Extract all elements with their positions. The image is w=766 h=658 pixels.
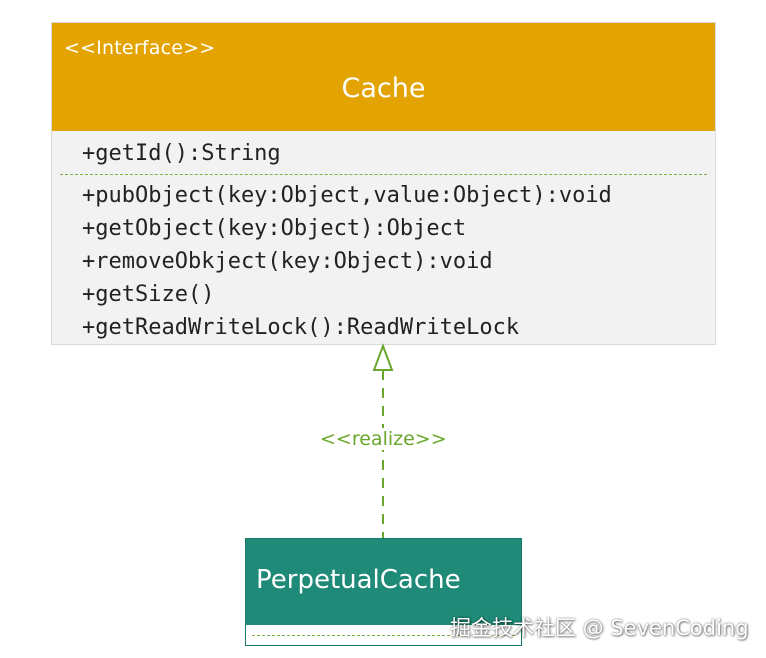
cache-interface-box: <<Interface>> Cache +getId():String +pub…	[51, 22, 716, 345]
attribute-get-id: +getId():String	[82, 141, 281, 166]
interface-attributes: +getId():String	[82, 139, 281, 169]
interface-methods: +pubObject(key:Object,value:Object):void…	[82, 179, 612, 344]
watermark: 掘金技术社区 @ SevenCoding	[450, 616, 749, 640]
method-get-read-write-lock: +getReadWriteLock():ReadWriteLock	[82, 315, 520, 340]
method-remove-object: +removeObkject(key:Object):void	[82, 249, 493, 274]
method-pub-object: +pubObject(key:Object,value:Object):void	[82, 183, 612, 208]
interface-name: Cache	[341, 73, 426, 104]
perpetual-cache-class-box: PerpetualCache	[245, 538, 522, 646]
perpetual-cache-header: PerpetualCache	[246, 539, 521, 625]
method-get-size: +getSize()	[82, 282, 215, 307]
cache-interface-header: <<Interface>> Cache	[52, 23, 715, 131]
realize-arrowhead-icon	[372, 343, 394, 371]
realize-label: <<realize>>	[318, 428, 449, 450]
method-get-object: +getObject(key:Object):Object	[82, 216, 467, 241]
interface-stereotype: <<Interface>>	[64, 37, 216, 59]
class-separator	[252, 635, 515, 636]
class-name: PerpetualCache	[256, 565, 461, 595]
attribute-method-separator	[60, 174, 707, 175]
